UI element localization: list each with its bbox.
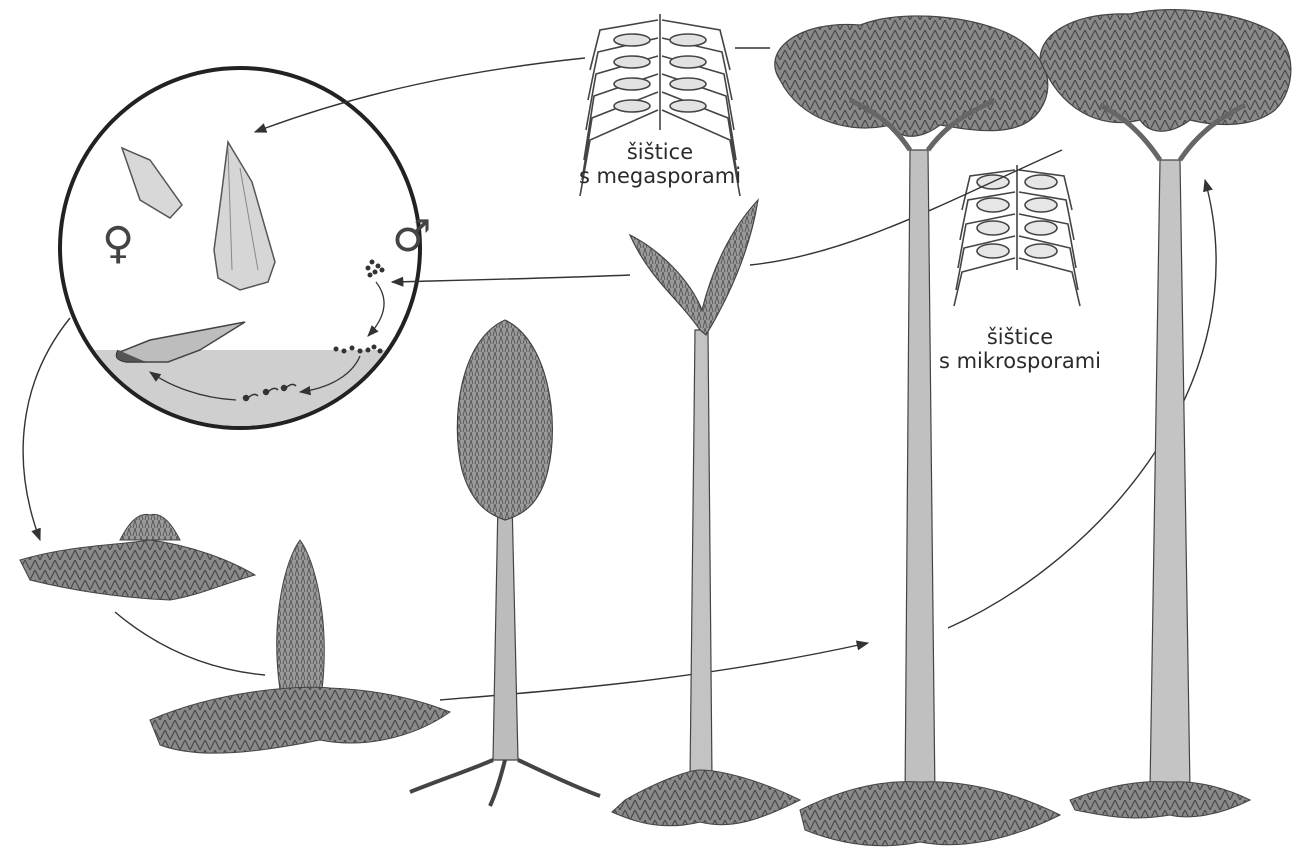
branching-tree <box>612 200 800 826</box>
arrow-circle-to-sporeling <box>23 318 70 540</box>
juvenile-tree <box>410 320 600 806</box>
microspore-cone-label: šištice s mikrosporami <box>915 325 1125 373</box>
arrow-micro-to-circle <box>392 275 630 282</box>
mature-tree-2 <box>1040 10 1291 818</box>
mikro-label-line1: šištice <box>915 325 1125 349</box>
sporeling-plant <box>20 514 255 600</box>
megaspore-cone-label: šištice s megasporami <box>555 140 765 188</box>
arrow-sporeling-to-young <box>115 612 265 675</box>
male-symbol: ♂ <box>392 215 431 259</box>
mega-label-line2: s megasporami <box>555 164 765 188</box>
water-ground <box>60 350 420 470</box>
mega-label-line1: šištice <box>555 140 765 164</box>
mature-tree-1 <box>775 16 1060 846</box>
microsporangia-cone-diagram <box>954 165 1080 306</box>
mikro-label-line2: s mikrosporami <box>915 349 1125 373</box>
female-symbol: ♀ <box>102 222 134 266</box>
arrow-tree-to-micro <box>750 150 1062 265</box>
spore-detail-circle <box>60 68 420 470</box>
